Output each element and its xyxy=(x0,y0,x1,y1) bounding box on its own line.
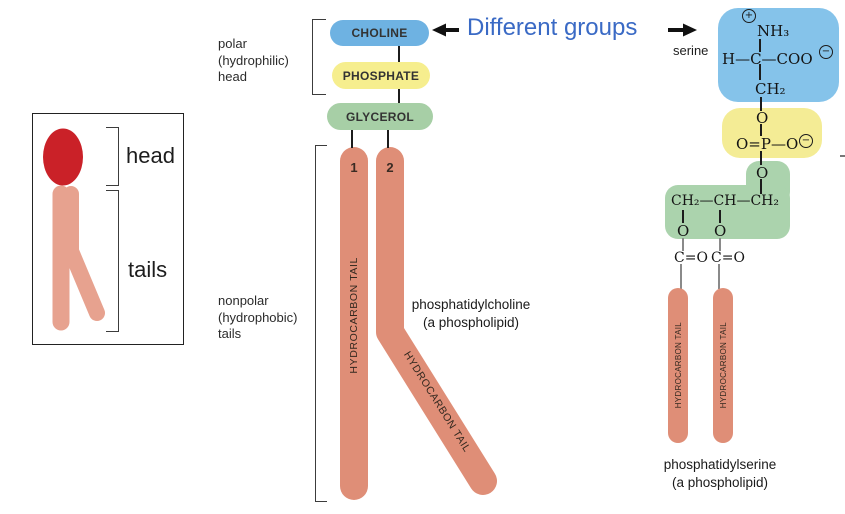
serine-tail-right: HYDROCARBON TAIL xyxy=(713,288,733,443)
o-ester-top: O xyxy=(756,109,769,127)
polar-head-label: polar (hydrophilic) head xyxy=(218,36,289,85)
h-c-coo-formula: H—C—COO xyxy=(722,50,813,68)
phosphatidylcholine-caption: phosphatidylcholine (a phospholipid) xyxy=(411,297,531,330)
cartoon-head-label: head xyxy=(126,143,175,168)
phosphate-box: PHOSPHATE xyxy=(332,62,430,89)
cartoon-head-bracket xyxy=(106,127,119,186)
carbonyl-left: C=O xyxy=(674,250,708,266)
bond-o-c-left xyxy=(682,238,684,251)
choline-box: CHOLINE xyxy=(330,20,429,46)
left-arrow-icon xyxy=(432,23,459,37)
bond-ch2-o-left xyxy=(682,210,684,223)
phosphate-label: PHOSPHATE xyxy=(342,68,420,83)
nonpolar-tails-bracket xyxy=(315,145,327,502)
bond-p-o xyxy=(760,151,762,165)
choline-label: CHOLINE xyxy=(351,26,408,40)
bond-o-ch2-glycerol xyxy=(760,179,762,194)
nh3-formula: NH₃ xyxy=(757,22,790,40)
ch2-serine-formula: CH₂ xyxy=(755,80,786,98)
tail1-label: HYDROCARBON TAIL xyxy=(348,256,360,374)
phosphatidylserine-caption: phosphatidylserine (a phospholipid) xyxy=(663,457,777,490)
bond-c-tail-right xyxy=(718,264,720,289)
serine-tail-right-label: HYDROCARBON TAIL xyxy=(718,322,728,409)
phosphate-group-highlight xyxy=(722,108,822,158)
o-p-o-formula: O=P—O xyxy=(736,135,799,153)
o-glycerol-top: O xyxy=(756,164,769,182)
bond-c-tail-left xyxy=(680,264,682,289)
cartoon-tails-bracket xyxy=(106,190,119,332)
cartoon-tails-label: tails xyxy=(128,257,168,282)
serine-tail-left: HYDROCARBON TAIL xyxy=(668,288,688,443)
bond-c-ch2 xyxy=(759,64,761,80)
right-arrow-icon xyxy=(668,23,697,37)
glycerol-label: GLYCEROL xyxy=(346,109,414,124)
tail1-number: 1 xyxy=(350,160,358,175)
serine-label: serine xyxy=(673,43,709,58)
minus-charge-phosphate-icon: − xyxy=(799,134,813,148)
glycerol-box: GLYCEROL xyxy=(327,103,433,130)
carbonyl-right: C=O xyxy=(711,250,745,266)
different-groups-heading: Different groups xyxy=(467,14,638,41)
bond-nh3-c xyxy=(759,39,761,52)
bond-ch2-o xyxy=(760,97,762,111)
bond-o-p xyxy=(760,124,762,136)
cropped-edge-tick xyxy=(840,155,845,157)
o-ester-right: O xyxy=(714,222,727,240)
plus-charge-icon: + xyxy=(742,9,756,23)
serine-group-highlight xyxy=(718,8,839,102)
bond-o-c-right xyxy=(719,238,721,251)
tail2-number: 2 xyxy=(386,160,394,175)
bond-glycerol-tail1 xyxy=(351,130,353,148)
serine-tail-left-label: HYDROCARBON TAIL xyxy=(673,322,683,409)
bond-choline-phosphate xyxy=(398,46,400,62)
bond-ch-o-right xyxy=(719,210,721,223)
tail2-label: HYDROCARBON TAIL xyxy=(401,349,473,455)
tail1-text-wrap: HYDROCARBON TAIL xyxy=(340,230,368,400)
glycerol-group-highlight-lower xyxy=(665,185,790,239)
bond-glycerol-tail2 xyxy=(387,130,389,148)
minus-charge-coo-icon: − xyxy=(819,45,833,59)
polar-head-bracket xyxy=(312,19,326,95)
nonpolar-tails-label: nonpolar (hydrophobic) tails xyxy=(218,293,298,342)
glycerol-backbone-formula: CH₂—CH—CH₂ xyxy=(671,193,779,209)
o-ester-left: O xyxy=(677,222,690,240)
bond-phosphate-glycerol xyxy=(398,89,400,103)
